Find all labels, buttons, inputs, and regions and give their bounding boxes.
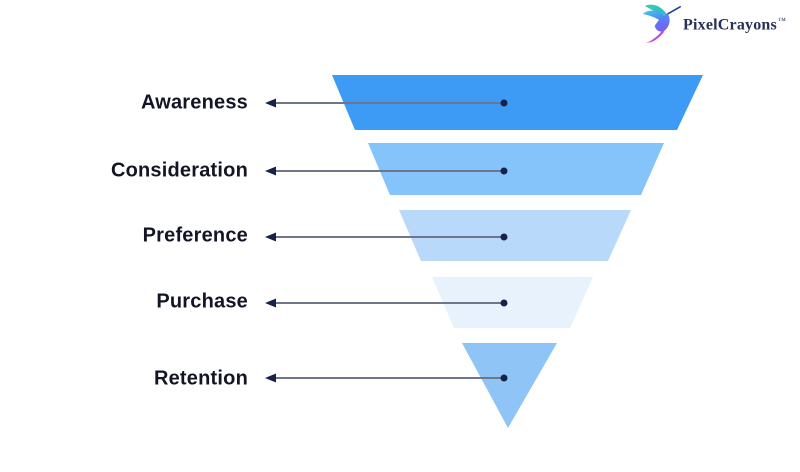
arrowhead-left-icon [265, 166, 276, 176]
hummingbird-icon [642, 4, 681, 44]
connector-dot [500, 299, 508, 307]
connector-retention [265, 373, 508, 383]
arrowhead-left-icon [265, 232, 276, 242]
arrowhead-left-icon [265, 98, 276, 108]
funnel-stage-shape-awareness [332, 75, 703, 130]
connector-consideration [265, 166, 508, 176]
connector-dot [500, 233, 508, 241]
arrowhead-left-icon [265, 298, 276, 308]
connector-preference [265, 232, 508, 242]
arrowhead-left-icon [265, 373, 276, 383]
stage-label-awareness: Awareness [140, 91, 248, 114]
funnel-stage-shape-retention [462, 343, 557, 428]
trademark-symbol: ™ [777, 15, 786, 25]
stage-label-purchase: Purchase [156, 290, 248, 313]
connector-dot [500, 99, 508, 107]
connector-purchase [265, 298, 508, 308]
connector-dot [500, 167, 508, 175]
stage-label-preference: Preference [142, 224, 248, 247]
connector-awareness [265, 98, 508, 108]
stage-label-consideration: Consideration [110, 159, 248, 182]
brand-logo: PixelCrayons™ [642, 3, 786, 47]
funnel-stage-shape-consideration [368, 143, 664, 195]
brand-name-text: PixelCrayons [683, 16, 777, 34]
funnel-stage-shape-preference [399, 210, 631, 261]
stage-label-retention: Retention [153, 367, 248, 390]
funnel-stage-shape-purchase [432, 277, 593, 328]
brand-name: PixelCrayons™ [683, 16, 786, 34]
connector-dot [500, 374, 508, 382]
